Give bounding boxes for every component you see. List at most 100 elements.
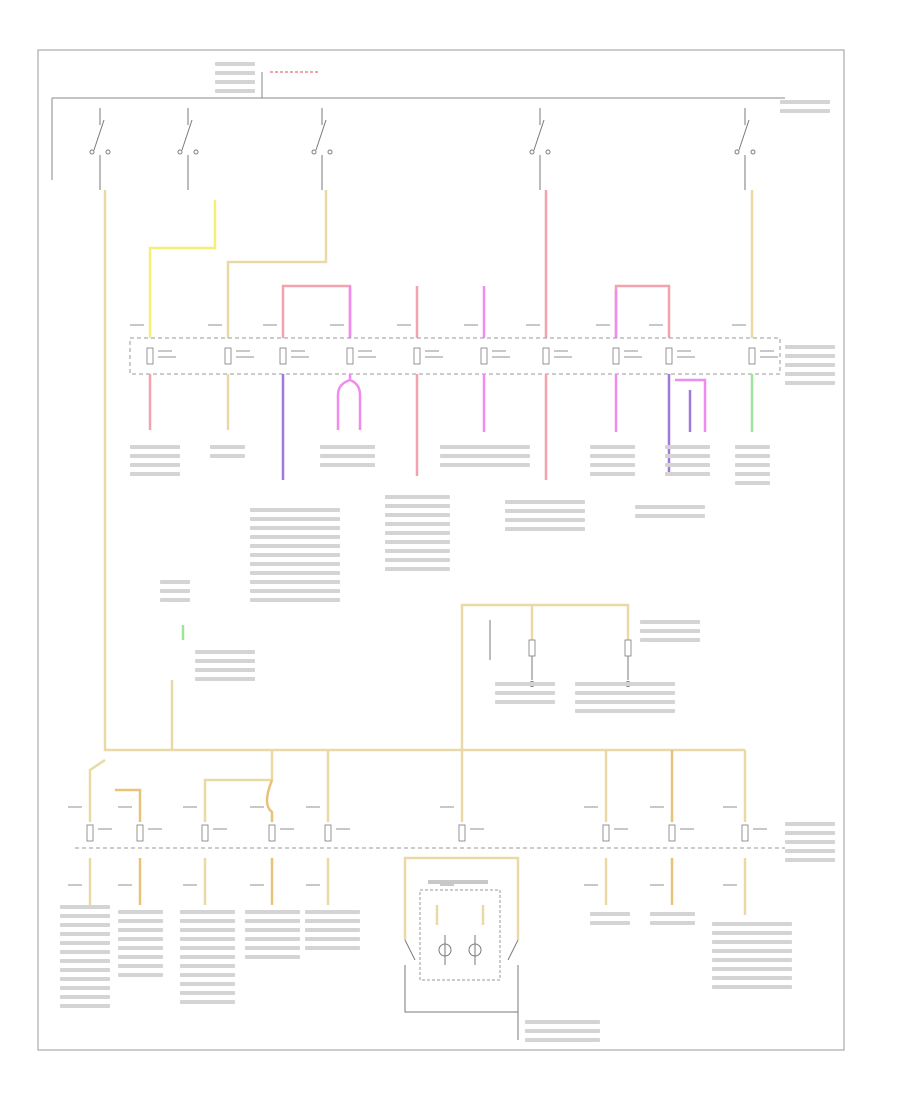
label-block	[250, 589, 340, 593]
label-block	[60, 1004, 110, 1008]
out-wire-4	[336, 374, 362, 430]
label-block	[245, 955, 300, 959]
lower-feed-1	[88, 758, 106, 822]
label-block	[785, 822, 835, 826]
label-block	[118, 964, 163, 968]
fuse-icon	[250, 806, 294, 886]
label-block	[735, 463, 770, 467]
fuse-icon	[528, 639, 536, 687]
pink-jumper-5	[614, 284, 671, 338]
label-block	[245, 946, 300, 950]
top-switch-row	[89, 108, 756, 190]
label-block	[60, 923, 110, 927]
label-block	[712, 958, 792, 962]
label-block	[215, 80, 255, 84]
pink-jumper-1	[281, 284, 352, 338]
lower-feed-3	[203, 750, 274, 822]
label-block	[785, 363, 835, 367]
fuse-icon	[624, 639, 632, 687]
label-block	[320, 454, 375, 458]
label-block	[60, 950, 110, 954]
label-block	[712, 949, 792, 953]
label-block	[385, 522, 450, 526]
label-block	[590, 454, 635, 458]
label-block	[118, 937, 163, 941]
label-block	[650, 912, 695, 916]
label-block	[495, 700, 555, 704]
label-block	[785, 354, 835, 358]
label-block	[245, 910, 300, 914]
fuse-icon	[68, 806, 112, 886]
diagram-frame	[37, 49, 845, 1051]
label-block	[320, 463, 375, 467]
label-block	[665, 463, 710, 467]
label-block	[118, 955, 163, 959]
fuse-icon	[596, 324, 642, 365]
label-block	[712, 967, 792, 971]
label-block	[640, 629, 700, 633]
label-block	[635, 514, 705, 518]
label-block	[712, 940, 792, 944]
label-block	[785, 372, 835, 376]
fuse-icon	[723, 806, 767, 886]
label-block	[785, 345, 835, 349]
label-block	[245, 928, 300, 932]
fuse-icon	[306, 806, 350, 886]
label-block	[250, 553, 340, 557]
label-block	[440, 463, 530, 467]
label-block	[385, 540, 450, 544]
label-block	[245, 919, 300, 923]
label-block	[712, 976, 792, 980]
label-block	[575, 700, 675, 704]
label-block	[735, 445, 770, 449]
label-block	[180, 937, 235, 941]
label-block	[385, 513, 450, 517]
label-block	[735, 481, 770, 485]
relay-assembly	[404, 880, 519, 1040]
middle-section	[103, 603, 745, 752]
label-block	[305, 919, 360, 923]
label-block	[735, 472, 770, 476]
relay-coil-icon	[404, 880, 519, 1040]
label-block	[525, 1038, 600, 1042]
component-label-blocks	[60, 62, 835, 1042]
ignition-switch-icon	[311, 108, 333, 190]
label-block	[780, 100, 830, 104]
label-block	[195, 659, 255, 663]
label-block	[640, 620, 700, 624]
label-block	[575, 682, 675, 686]
label-block	[118, 928, 163, 932]
label-block	[650, 921, 695, 925]
label-block	[60, 968, 110, 972]
fuse-icon	[330, 324, 376, 365]
label-block	[180, 928, 235, 932]
label-block	[590, 921, 630, 925]
label-block	[640, 638, 700, 642]
label-block	[785, 381, 835, 385]
fuse-icon	[526, 324, 572, 365]
label-block	[712, 922, 792, 926]
middle-fuses	[528, 639, 632, 687]
label-block	[305, 946, 360, 950]
label-block	[250, 508, 340, 512]
fuse-icon	[208, 324, 254, 365]
fuse-icon	[732, 324, 778, 365]
label-block	[785, 858, 835, 862]
label-block	[215, 89, 255, 93]
label-block	[130, 472, 180, 476]
label-block	[245, 937, 300, 941]
ignition-switch-icon	[529, 108, 551, 190]
label-block	[160, 598, 190, 602]
label-block	[180, 991, 235, 995]
label-block	[385, 495, 450, 499]
label-block	[210, 445, 245, 449]
label-block	[590, 912, 630, 916]
label-block	[130, 454, 180, 458]
label-block	[250, 580, 340, 584]
label-block	[60, 995, 110, 999]
lower-output-wires	[88, 856, 747, 940]
label-block	[250, 562, 340, 566]
label-block	[735, 454, 770, 458]
label-block	[60, 959, 110, 963]
